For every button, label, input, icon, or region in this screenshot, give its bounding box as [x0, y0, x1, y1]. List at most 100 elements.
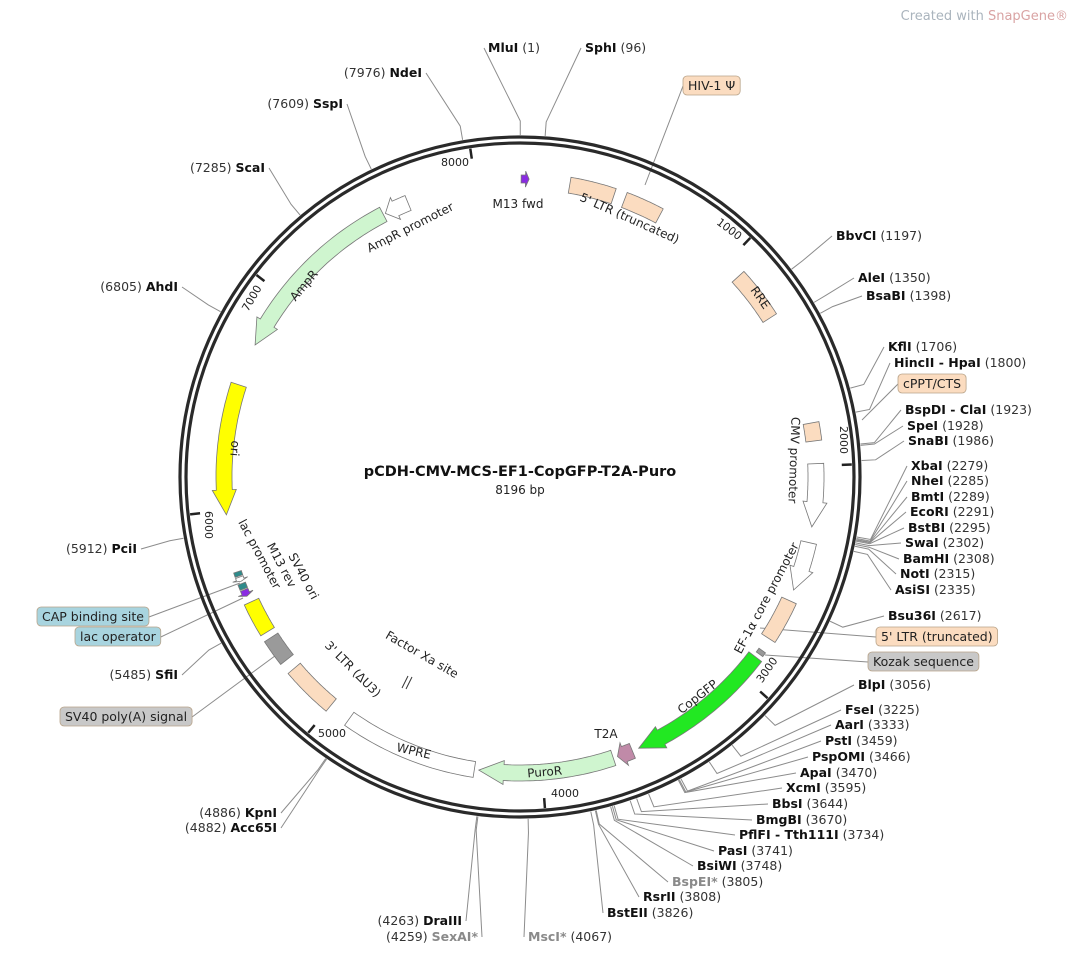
site-label[interactable]: SpeI (1928) [907, 418, 984, 433]
site-label[interactable]: (4259) SexAI* [386, 929, 478, 944]
feature-callout[interactable]: CAP binding site [37, 607, 149, 626]
restriction-site[interactable]: MluI (1) [488, 40, 540, 55]
restriction-site[interactable]: MscI* (4067) [528, 929, 612, 944]
site-label[interactable]: BsiWI (3748) [697, 858, 782, 873]
restriction-site[interactable]: PstI (3459) [825, 733, 898, 748]
site-label[interactable]: AleI (1350) [858, 270, 931, 285]
feature-shape[interactable] [618, 743, 636, 766]
restriction-site[interactable]: (5485) SfiI [110, 667, 178, 682]
site-label[interactable]: MscI* (4067) [528, 929, 612, 944]
restriction-site[interactable]: NotI (2315) [900, 566, 975, 581]
site-label[interactable]: SnaBI (1986) [908, 433, 994, 448]
feature-ampr[interactable]: AmpR [255, 207, 387, 345]
site-label[interactable]: BspEI* (3805) [672, 874, 763, 889]
site-label[interactable]: FseI (3225) [845, 702, 920, 717]
site-label[interactable]: BstEII (3826) [607, 905, 693, 920]
site-label[interactable]: BmgBI (3670) [756, 812, 847, 827]
feature-cppt-cts[interactable] [803, 422, 822, 442]
restriction-site[interactable]: XcmI (3595) [786, 780, 866, 795]
restriction-site[interactable]: XbaI (2279) [911, 458, 988, 473]
site-label[interactable]: (4886) KpnI [199, 805, 277, 820]
feature-puror[interactable]: PuroR [479, 750, 616, 784]
restriction-site[interactable]: AarI (3333) [835, 717, 909, 732]
site-label[interactable]: PasI (3741) [718, 843, 793, 858]
restriction-site[interactable]: EcoRI (2291) [910, 504, 994, 519]
restriction-site[interactable]: (4882) Acc65I [185, 820, 277, 835]
site-label[interactable]: SwaI (2302) [905, 535, 984, 550]
site-label[interactable]: NotI (2315) [900, 566, 975, 581]
restriction-site[interactable]: SnaBI (1986) [908, 433, 994, 448]
site-label[interactable]: BspDI - ClaI (1923) [905, 402, 1032, 417]
restriction-site[interactable]: BamHI (2308) [903, 551, 995, 566]
feature-ori[interactable]: ori [212, 382, 246, 515]
restriction-site[interactable]: (6805) AhdI [100, 279, 178, 294]
restriction-site[interactable]: Bsu36I (2617) [888, 608, 981, 623]
feature-shape[interactable] [803, 422, 822, 442]
restriction-site[interactable]: BlpI (3056) [858, 677, 931, 692]
feature-kozak-sequence[interactable] [756, 648, 765, 656]
restriction-site[interactable]: BbvCI (1197) [836, 228, 922, 243]
restriction-site[interactable]: BspDI - ClaI (1923) [905, 402, 1032, 417]
site-label[interactable]: PstI (3459) [825, 733, 898, 748]
restriction-site[interactable]: (7976) NdeI [344, 65, 422, 80]
restriction-site[interactable]: SphI (96) [585, 40, 646, 55]
site-label[interactable]: BstBI (2295) [908, 520, 991, 535]
restriction-site[interactable]: BstBI (2295) [908, 520, 991, 535]
restriction-site[interactable]: BsaBI (1398) [866, 288, 951, 303]
site-label[interactable]: SphI (96) [585, 40, 646, 55]
feature-shape[interactable] [255, 207, 387, 345]
site-label[interactable]: XbaI (2279) [911, 458, 988, 473]
site-label[interactable]: PflFI - Tth111I (3734) [739, 827, 884, 842]
feature-wpre[interactable]: WPRE [345, 712, 476, 777]
feature-callout[interactable]: lac operator [75, 627, 161, 646]
feature-callout[interactable]: SV40 poly(A) signal [60, 707, 192, 726]
restriction-site[interactable]: PasI (3741) [718, 843, 793, 858]
restriction-site[interactable]: (5912) PciI [66, 541, 137, 556]
restriction-site[interactable]: BbsI (3644) [772, 796, 848, 811]
restriction-site[interactable]: BmgBI (3670) [756, 812, 847, 827]
restriction-site[interactable]: (4263) DraIII [378, 913, 462, 928]
restriction-site[interactable]: PflFI - Tth111I (3734) [739, 827, 884, 842]
site-label[interactable]: AarI (3333) [835, 717, 909, 732]
site-label[interactable]: AsiSI (2335) [895, 582, 976, 597]
site-label[interactable]: NheI (2285) [911, 473, 989, 488]
restriction-site[interactable]: BmtI (2289) [911, 489, 990, 504]
site-label[interactable]: BbvCI (1197) [836, 228, 922, 243]
feature-factor-xa-site[interactable]: Factor Xa site [383, 628, 461, 689]
site-label[interactable]: PspOMI (3466) [812, 749, 911, 764]
site-label[interactable]: BamHI (2308) [903, 551, 995, 566]
restriction-site[interactable]: AleI (1350) [858, 270, 931, 285]
restriction-site[interactable]: KflI (1706) [888, 339, 957, 354]
site-label[interactable]: KflI (1706) [888, 339, 957, 354]
feature-rre[interactable]: RRE [732, 271, 776, 322]
site-label[interactable]: (7285) ScaI [190, 160, 265, 175]
site-label[interactable]: BmtI (2289) [911, 489, 990, 504]
site-label[interactable]: HincII - HpaI (1800) [894, 355, 1026, 370]
site-label[interactable]: (5485) SfiI [110, 667, 178, 682]
feature-5-ltr-truncated-[interactable]: 5' LTR (truncated) [568, 177, 681, 246]
site-label[interactable]: (5912) PciI [66, 541, 137, 556]
feature-callout[interactable]: 5' LTR (truncated) [876, 627, 998, 646]
restriction-site[interactable]: BstEII (3826) [607, 905, 693, 920]
feature-shape[interactable] [521, 171, 529, 187]
restriction-site[interactable]: BspEI* (3805) [672, 874, 763, 889]
site-label[interactable]: XcmI (3595) [786, 780, 866, 795]
feature-shape[interactable] [756, 648, 765, 656]
site-label[interactable]: (7976) NdeI [344, 65, 422, 80]
restriction-site[interactable]: NheI (2285) [911, 473, 989, 488]
restriction-site[interactable]: AsiSI (2335) [895, 582, 976, 597]
site-label[interactable]: EcoRI (2291) [910, 504, 994, 519]
restriction-site[interactable]: (4259) SexAI* [386, 929, 478, 944]
site-label[interactable]: ApaI (3470) [800, 765, 877, 780]
site-label[interactable]: BsaBI (1398) [866, 288, 951, 303]
feature-sv40-poly-a-signal[interactable] [265, 633, 294, 664]
restriction-site[interactable]: ApaI (3470) [800, 765, 877, 780]
restriction-site[interactable]: FseI (3225) [845, 702, 920, 717]
feature-3-ltr-u3-[interactable]: 3' LTR (ΔU3) [288, 638, 384, 711]
site-label[interactable]: (4882) Acc65I [185, 820, 277, 835]
feature-callout[interactable]: cPPT/CTS [898, 374, 966, 393]
site-label[interactable]: BlpI (3056) [858, 677, 931, 692]
feature-m13-fwd[interactable]: M13 fwd [493, 171, 544, 211]
restriction-site[interactable]: BsiWI (3748) [697, 858, 782, 873]
restriction-site[interactable]: RsrII (3808) [643, 889, 721, 904]
